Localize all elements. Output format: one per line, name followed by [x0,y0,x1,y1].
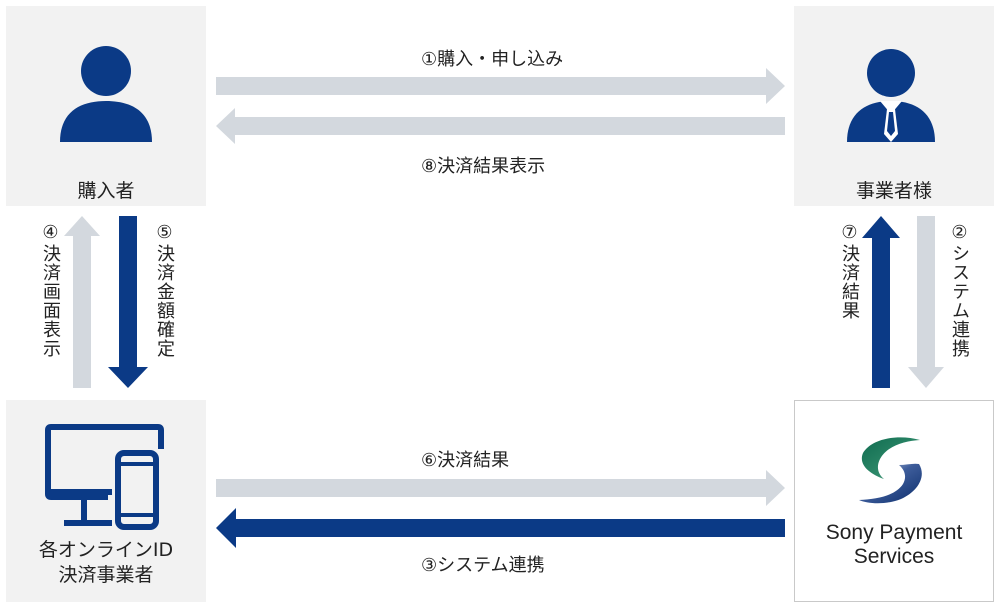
sony-payment-node: Sony Payment Services [794,400,994,602]
arrow-2-system-link [908,216,944,388]
monitor-smartphone-icon [45,424,164,530]
online-id-label-line2: 決済事業者 [58,564,154,586]
arrow-7-label: ⑦決済結果 [839,222,860,320]
buyer-label: 購入者 [77,180,135,202]
arrow-5-label: ⑤決済金額確定 [154,222,175,358]
businessman-icon [847,49,935,142]
online-id-label-line1: 各オンラインID [38,539,174,561]
arrow-3-system-link [216,508,785,548]
arrow-8-result-display [216,108,785,144]
arrow-4-payment-screen [64,216,100,388]
online-id-node: 各オンラインID 決済事業者 [6,400,206,602]
online-id-label: 各オンラインID 決済事業者 [6,538,206,588]
arrow-2-label: ②システム連携 [949,222,970,358]
person-icon [60,46,152,142]
arrow-6-result [216,470,785,506]
sony-payment-logo [859,437,922,504]
arrow-3-label: ③システム連携 [421,555,545,576]
sony-label-line2: Services [853,545,935,568]
arrow-6-label: ⑥決済結果 [421,450,510,471]
arrow-8-label: ⑧決済結果表示 [421,156,546,177]
merchant-label: 事業者様 [855,180,932,202]
arrow-1-label: ①購入・申し込み [421,49,564,70]
arrow-4-label: ④決済画面表示 [40,222,61,358]
sony-label-line1: Sony Payment [825,521,963,544]
arrow-5-amount-confirm [108,216,148,388]
arrow-7-result [862,216,900,388]
arrow-1-purchase [216,68,785,104]
